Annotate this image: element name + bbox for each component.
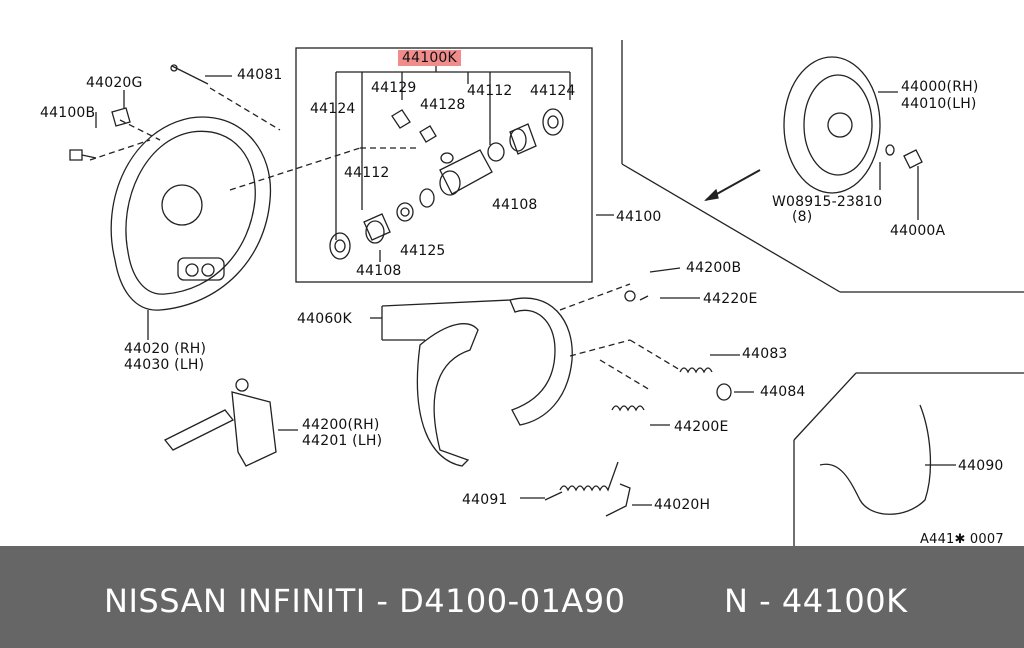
wheel-cylinder-parts	[329, 108, 564, 260]
part-number-44081: 44081	[237, 67, 283, 83]
adjuster-lever	[163, 378, 277, 467]
part-number-44108-left: 44108	[356, 263, 402, 279]
part-number-44112-right: 44112	[467, 83, 513, 99]
part-number-44108-right: 44108	[492, 197, 538, 213]
footer-vehicle-part: NISSAN INFINITI - D4100-01A90	[104, 582, 626, 620]
dashed-leaders	[89, 87, 681, 391]
part-number-44200B: 44200B	[686, 260, 742, 276]
part-number-44060K: 44060K	[297, 311, 352, 327]
parking-cable-box	[793, 372, 1024, 546]
part-number-44125: 44125	[400, 243, 446, 259]
part-number-44201-lh: 44201 (LH)	[302, 433, 383, 449]
part-number-44100: 44100	[616, 209, 662, 225]
part-number-44091: 44091	[462, 492, 508, 508]
springs	[544, 290, 732, 517]
footer-part-number: N - 44100K	[724, 582, 908, 620]
backing-plate	[110, 116, 272, 311]
part-number-44100K: 44100K	[398, 50, 461, 66]
part-quantity-8: (8)	[792, 209, 813, 225]
brake-assembly-rh	[621, 40, 1024, 293]
diagram-code: A441✱ 0007	[920, 532, 1004, 547]
part-number-44112-left: 44112	[344, 165, 390, 181]
brake-shoes	[416, 297, 573, 467]
part-number-44200-rh: 44200(RH)	[302, 417, 380, 433]
diagram-drawing	[69, 40, 1024, 546]
part-number-44020H: 44020H	[654, 497, 711, 513]
part-number-44083: 44083	[742, 346, 788, 362]
part-number-44084: 44084	[760, 384, 806, 400]
part-number-44000A: 44000A	[890, 223, 946, 239]
bolts-left	[69, 64, 209, 161]
part-number-08915-23810: W08915-23810	[772, 194, 883, 210]
part-number-44020G: 44020G	[86, 75, 143, 91]
footer-banner: NISSAN INFINITI - D4100-01A90 N - 44100K	[0, 546, 1024, 648]
part-number-44020-rh: 44020 (RH)	[124, 341, 207, 357]
label-leaders	[95, 75, 956, 506]
part-number-44200E: 44200E	[674, 419, 729, 435]
part-number-44129: 44129	[371, 80, 417, 96]
part-number-44124-left: 44124	[310, 101, 356, 117]
part-number-44030-lh: 44030 (LH)	[124, 357, 205, 373]
part-number-44100B: 44100B	[40, 105, 96, 121]
cylinder-kit-box	[295, 47, 593, 283]
part-number-44124-right: 44124	[530, 83, 576, 99]
parts-diagram: 44100K 44081 44020G 44100B 44124 44129 4…	[40, 40, 1024, 547]
part-number-44010-lh: 44010(LH)	[901, 96, 977, 112]
part-number-44090: 44090	[958, 458, 1004, 474]
part-number-44000-rh: 44000(RH)	[901, 79, 979, 95]
part-number-44128: 44128	[420, 97, 466, 113]
part-number-44220E: 44220E	[703, 291, 758, 307]
